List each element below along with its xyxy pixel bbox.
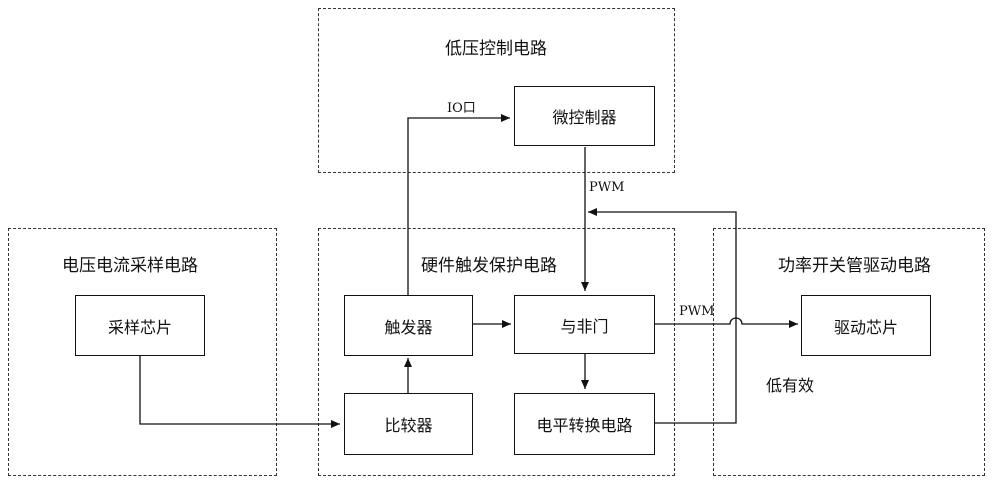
region-hardware-protection — [318, 228, 675, 476]
active-low-label: 低有效 — [766, 376, 815, 395]
level-shifter-block: 电平转换电路 — [514, 393, 655, 455]
region-title-sampling: 电压电流采样电路 — [62, 256, 198, 276]
region-title-driver: 功率开关管驱动电路 — [778, 256, 931, 276]
microcontroller-block: 微控制器 — [514, 86, 655, 146]
region-title-hardware-protection: 硬件触发保护电路 — [421, 256, 557, 276]
region-sampling — [8, 228, 277, 476]
io-port-label: IO口 — [447, 101, 476, 116]
pwm-input-label: PWM — [589, 180, 625, 195]
nand-gate-block: 与非门 — [514, 295, 655, 354]
wire-sampling-to-comparator — [139, 355, 340, 428]
wire-level-shifter-feedback — [588, 208, 737, 424]
driver-chip-block: 驱动芯片 — [801, 295, 931, 356]
wire-nand-to-driver-chip — [655, 317, 798, 328]
region-title-low-voltage-control: 低压控制电路 — [445, 39, 547, 59]
region-low-voltage-control — [318, 8, 675, 173]
sampling-chip-block: 采样芯片 — [75, 295, 205, 356]
wire-trigger-to-microcontroller — [407, 114, 510, 295]
pwm-output-label: PWM — [679, 304, 715, 319]
comparator-block: 比较器 — [344, 393, 473, 455]
region-driver — [713, 228, 985, 476]
trigger-block: 触发器 — [344, 295, 473, 356]
